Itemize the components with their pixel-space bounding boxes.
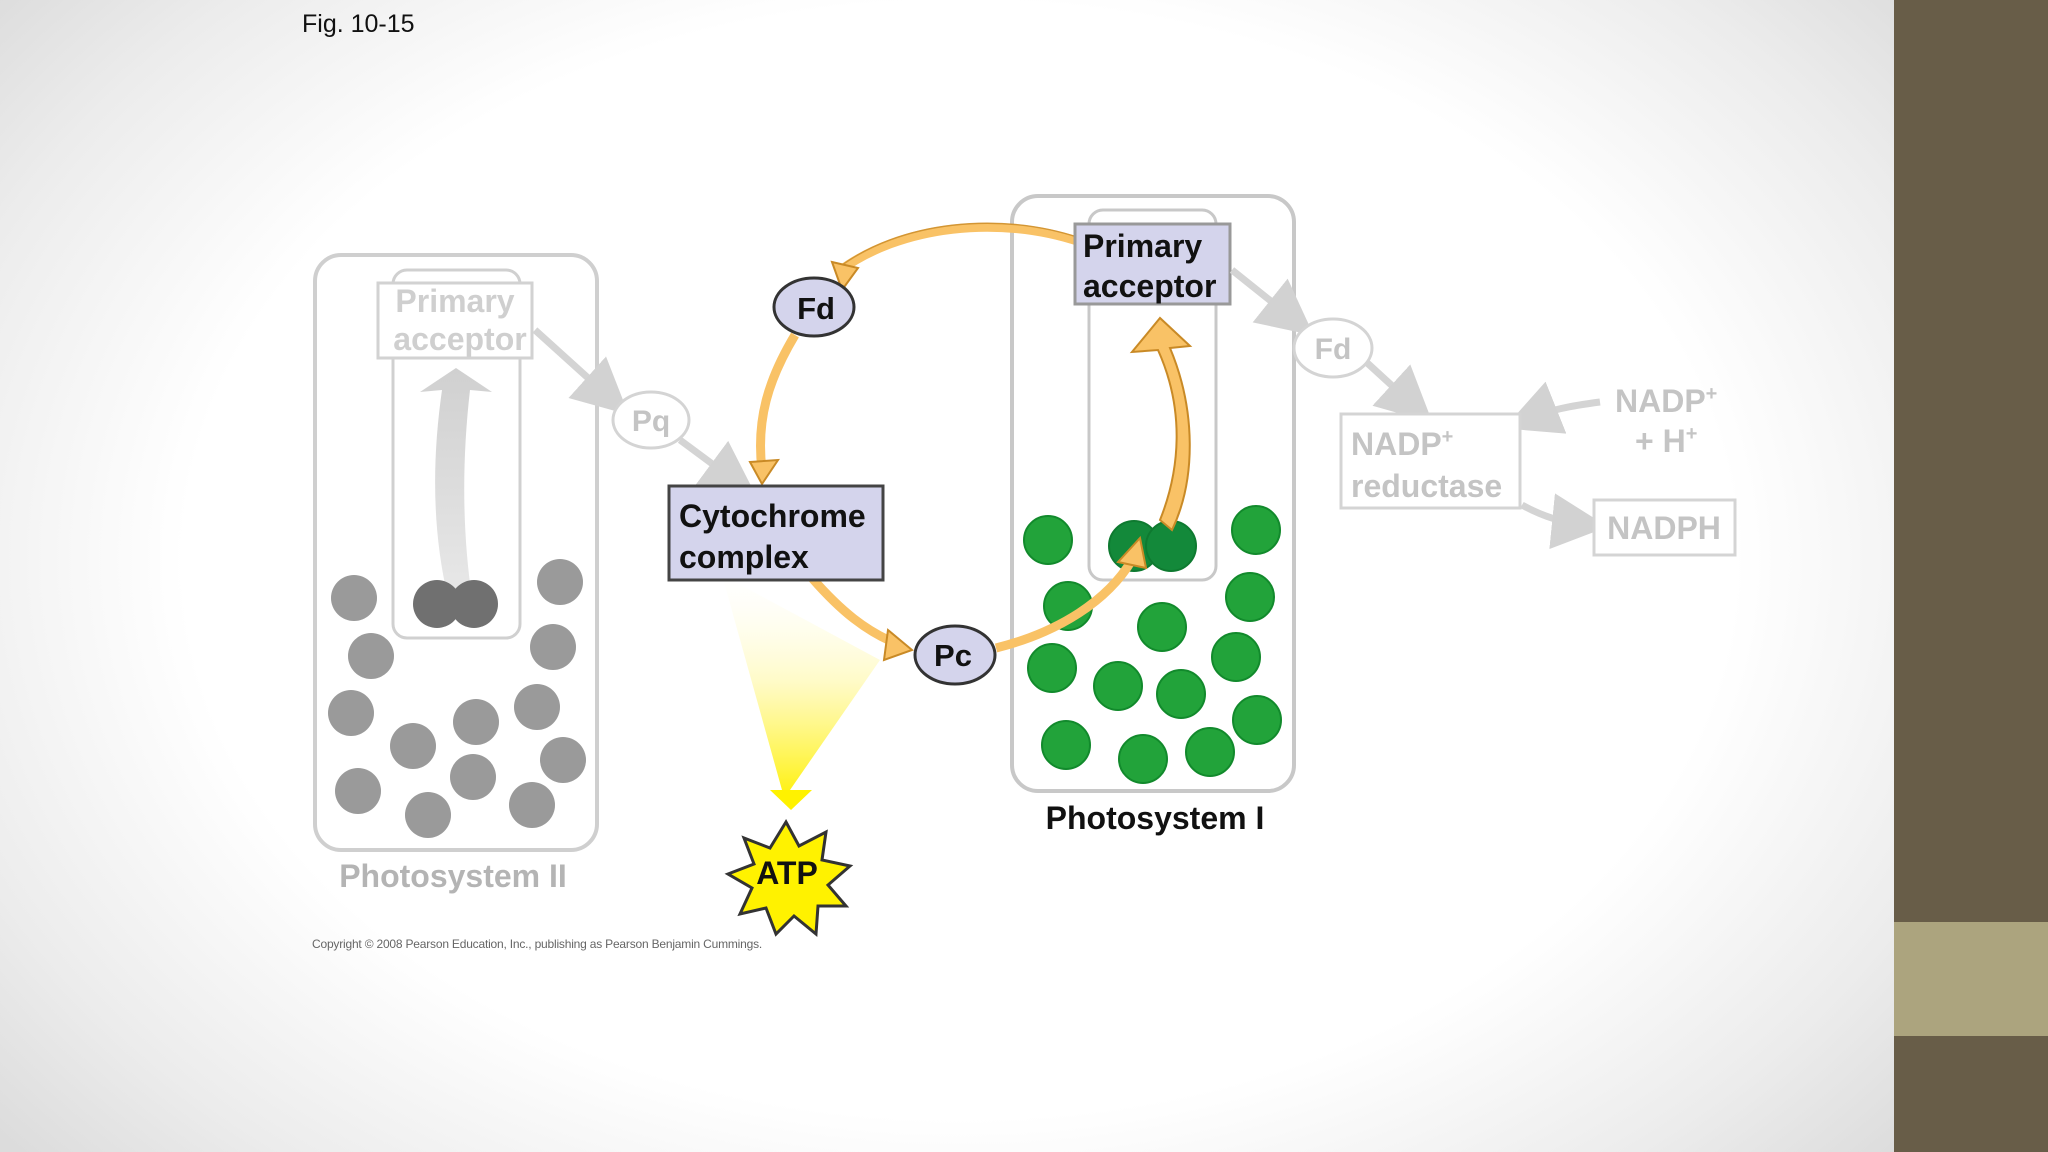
nadp-reductase-line1: NADP+	[1351, 426, 1453, 462]
cytochrome-line2: complex	[679, 539, 809, 575]
arrowhead-cytochrome	[748, 458, 780, 486]
arrow-pc-to-p700	[994, 557, 1136, 653]
nadp-input: NADP+ + H+	[1615, 383, 1717, 459]
photosystem-ii-primary-acceptor-line2: acceptor	[393, 321, 526, 357]
cytochrome-line1: Cytochrome	[679, 498, 866, 534]
pq-carrier: Pq	[611, 390, 691, 450]
arrow-psii-to-pq	[532, 327, 629, 415]
nadph-box	[1592, 498, 1737, 557]
nadph: NADPH	[1592, 498, 1737, 557]
cytochrome-complex: Cytochrome complex	[667, 484, 885, 582]
copyright-notice: Copyright © 2008 Pearson Education, Inc.…	[312, 937, 763, 951]
nadph-label: NADPH	[1607, 510, 1721, 546]
photosystem-ii-pigments	[328, 559, 586, 838]
nadp-input-line2: + H+	[1635, 423, 1697, 459]
photosystem-i-primary-acceptor-box	[1073, 222, 1232, 306]
arrow-acceptor-to-fd	[835, 222, 1082, 276]
arrow-nadp-input	[1504, 381, 1601, 434]
atp-cone-tip	[770, 790, 812, 810]
side-rail-accent	[1894, 922, 2048, 1036]
side-rail-bottom	[1894, 1036, 2048, 1152]
photosystem-i-primary-acceptor-line2: acceptor	[1083, 268, 1216, 304]
photosystem-i-pigments	[1023, 505, 1282, 784]
arrow-reductase-to-nadph	[1520, 493, 1608, 550]
photosystem-i-primary-acceptor: Primary acceptor	[1073, 222, 1232, 306]
figure-label: Fig. 10-15	[302, 10, 415, 38]
nadp-reductase: NADP+ reductase	[1339, 412, 1522, 510]
photosystem-i-excitation-arrow	[1129, 316, 1193, 532]
pc-carrier: Pc	[913, 624, 997, 686]
photosystem-i-label: Photosystem I	[1046, 800, 1265, 836]
fd-linear-carrier: Fd	[1292, 317, 1374, 379]
photosystem-i: Photosystem I	[1010, 194, 1296, 836]
arrowhead-fd	[830, 260, 860, 293]
arrow-pq-to-cytochrome	[677, 437, 757, 497]
photosystem-ii-excitation-arrow	[420, 368, 492, 598]
arrow-fd-to-cytochrome	[755, 332, 799, 471]
photosystem-i-primary-acceptor-line1: Primary	[1083, 228, 1202, 264]
arrowhead-p700	[1116, 535, 1148, 570]
arrowhead-pc	[882, 628, 914, 662]
arrow-fd-to-reductase	[1361, 357, 1433, 423]
nadp-reductase-line2: reductase	[1351, 468, 1502, 504]
side-rail-top	[1894, 0, 2048, 922]
photosystem-ii-label: Photosystem II	[339, 858, 567, 894]
fd-cycle-label: Fd	[797, 291, 835, 326]
pc-label: Pc	[934, 638, 972, 673]
photosystem-ii: Primary acceptor Photosystem II	[313, 253, 599, 894]
atp-starburst: ATP	[724, 819, 854, 937]
fd-cycle-carrier: Fd	[772, 276, 856, 338]
atp-synthesis-cone	[722, 575, 880, 790]
nadp-input-line1: NADP+	[1615, 383, 1717, 419]
nadp-reductase-box	[1339, 412, 1522, 510]
arrow-acceptor-to-fd-linear	[1229, 267, 1314, 336]
photosystem-ii-primary-acceptor-line1: Primary	[395, 283, 514, 319]
atp-label: ATP	[756, 855, 818, 891]
cytochrome-complex-box	[667, 484, 885, 582]
photosystem-ii-primary-acceptor-box	[376, 281, 534, 360]
pq-label: Pq	[632, 405, 670, 438]
photosystem-ii-p680	[413, 580, 498, 628]
cyclic-flow-arrows	[755, 222, 1136, 653]
atp-star-shape	[724, 819, 854, 937]
fd-linear-label: Fd	[1315, 333, 1352, 366]
